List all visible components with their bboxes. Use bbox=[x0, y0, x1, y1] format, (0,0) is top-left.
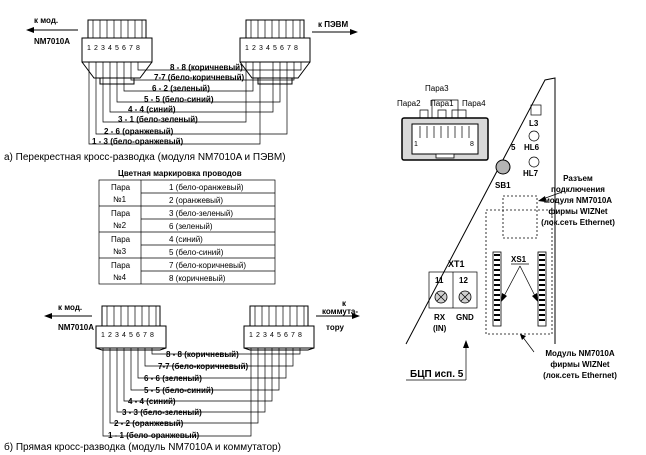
connector-b-right bbox=[243, 305, 315, 351]
pair-3-label: Пара bbox=[111, 235, 131, 244]
wire-a-4: 4 - 4 (синий) bbox=[128, 105, 176, 114]
led-hl6: 5 HL6 bbox=[511, 130, 540, 152]
label-a-right: к ПЭВМ bbox=[318, 20, 348, 29]
color-3: 3 (бело-зеленый) bbox=[169, 209, 233, 218]
pair-3-num: №3 bbox=[113, 247, 127, 256]
xs1-label: XS1 bbox=[511, 255, 527, 264]
jack-pin-8: 8 bbox=[470, 141, 474, 148]
table-title: Цветная маркировка проводов bbox=[118, 169, 242, 178]
svg-text:модуля NM7010A: модуля NM7010A bbox=[544, 196, 612, 205]
svg-text:HL6: HL6 bbox=[524, 143, 540, 152]
wire-a-7: 7-7 (бело-коричневый) bbox=[154, 73, 245, 82]
screw-icon bbox=[458, 290, 472, 304]
led-hl7: HL7 bbox=[523, 156, 540, 178]
xs1-header-right bbox=[537, 251, 547, 327]
svg-text:SB1: SB1 bbox=[495, 181, 511, 190]
label-b-right-1: к bbox=[342, 299, 347, 308]
pair1-label: Пара1 bbox=[430, 99, 454, 108]
wire-b-7: 7-7 (бело-коричневый) bbox=[158, 362, 249, 371]
terminal-block: 11 12 bbox=[428, 271, 478, 309]
label-b-left-1: к мод. bbox=[58, 303, 82, 312]
color-5: 5 (бело-синий) bbox=[169, 248, 224, 257]
terminal-11: 11 bbox=[435, 276, 444, 285]
module-outline bbox=[485, 209, 553, 335]
wire-b-6: 6 - 6 (зеленый) bbox=[144, 374, 202, 383]
color-6: 6 (зеленый) bbox=[169, 222, 213, 231]
module-socket bbox=[502, 195, 538, 239]
caption-a: а) Перекрестная кросс-разводка (модуля N… bbox=[4, 152, 286, 163]
wires-b bbox=[102, 348, 301, 437]
jack-pin-1: 1 bbox=[414, 141, 418, 148]
label-b-right-2: коммута- bbox=[322, 307, 358, 316]
module-note-2: фирмы WIZNet bbox=[550, 360, 610, 369]
led-l3: L3 bbox=[529, 104, 542, 128]
wire-a-3: 3 - 1 (бело-зеленый) bbox=[118, 115, 198, 124]
pair-2-label: Пара bbox=[111, 209, 131, 218]
wire-b-2: 2 - 2 (оранжевый) bbox=[114, 419, 184, 428]
label-a-left-1: к мод. bbox=[34, 16, 58, 25]
svg-text:HL7: HL7 bbox=[523, 169, 539, 178]
xs1-header-left bbox=[492, 251, 502, 327]
wire-a-1: 1 - 3 (бело-оранжевый) bbox=[92, 137, 184, 146]
color-1: 1 (бело-оранжевый) bbox=[169, 183, 244, 192]
terminal-rx: RX bbox=[434, 313, 446, 322]
wire-b-4: 4 - 4 (синий) bbox=[128, 397, 176, 406]
pair4-label: Пара4 bbox=[462, 99, 486, 108]
wire-b-1: 1 - 1 (бело-оранжевый) bbox=[108, 431, 200, 440]
module-note-3: (лок.сеть Ethernet) bbox=[543, 371, 617, 380]
board-diagram: Пара3 Пара2 Пара1 Пара4 1 8 bbox=[397, 77, 617, 381]
module-note-1: Модуль NM7010A bbox=[545, 349, 614, 358]
rj45-jack: 1 8 bbox=[401, 117, 489, 161]
color-8: 8 (коричневый) bbox=[169, 274, 226, 283]
connector-a-right bbox=[239, 19, 311, 85]
connector-b-left bbox=[95, 305, 167, 351]
bcp-label: БЦП исп. 5 bbox=[410, 369, 464, 380]
wires-a bbox=[88, 62, 302, 145]
color-4: 4 (синий) bbox=[169, 235, 203, 244]
connector-note: Разъем подключения модуля NM7010A фирмы … bbox=[541, 174, 615, 227]
svg-text:5: 5 bbox=[511, 143, 516, 152]
wire-a-5: 5 - 5 (бело-синий) bbox=[144, 95, 214, 104]
pair-1-num: №1 bbox=[113, 195, 127, 204]
wire-b-3: 3 - 3 (бело-зеленый) bbox=[122, 408, 202, 417]
wire-b-8: 8 - 8 (коричневый) bbox=[166, 350, 239, 359]
terminal-12: 12 bbox=[459, 276, 468, 285]
label-a-left-2: NM7010A bbox=[34, 37, 70, 46]
color-7: 7 (бело-коричневый) bbox=[169, 261, 246, 270]
xt1-label: XT1 bbox=[448, 259, 465, 269]
wire-a-6: 6 - 2 (зеленый) bbox=[152, 84, 210, 93]
pair-brackets bbox=[419, 99, 467, 123]
pair-2-num: №2 bbox=[113, 221, 127, 230]
wire-a-2: 2 - 6 (оранжевый) bbox=[104, 127, 174, 136]
color-table: Цветная маркировка проводов Пара №1 1 (б… bbox=[98, 169, 276, 285]
svg-text:фирмы WIZNet: фирмы WIZNet bbox=[548, 207, 608, 216]
screw-icon bbox=[434, 290, 448, 304]
svg-text:Разъем: Разъем bbox=[563, 174, 593, 183]
caption-b: б) Прямая кросс-разводка (модуль NM7010A… bbox=[4, 441, 281, 453]
svg-text:L3: L3 bbox=[529, 119, 539, 128]
pair3-label: Пара3 bbox=[425, 84, 449, 93]
board-outline bbox=[405, 77, 556, 345]
svg-text:подключения: подключения bbox=[551, 185, 605, 194]
svg-text:(лок.сеть Ethernet): (лок.сеть Ethernet) bbox=[541, 218, 615, 227]
pair-1-label: Пара bbox=[111, 183, 131, 192]
label-b-right-3: тору bbox=[326, 323, 344, 332]
pair2-label: Пара2 bbox=[397, 99, 421, 108]
color-2: 2 (оранжевый) bbox=[169, 196, 223, 205]
pair-4-label: Пара bbox=[111, 261, 131, 270]
wire-a-8: 8 - 8 (коричневый) bbox=[170, 63, 243, 72]
terminal-gnd: GND bbox=[456, 313, 474, 322]
label-b-left-2: NM7010A bbox=[58, 323, 94, 332]
terminal-in: (IN) bbox=[433, 324, 447, 333]
pair-4-num: №4 bbox=[113, 273, 127, 282]
wire-b-5: 5 - 5 (бело-синий) bbox=[144, 386, 214, 395]
sb1-button: SB1 bbox=[495, 159, 511, 190]
